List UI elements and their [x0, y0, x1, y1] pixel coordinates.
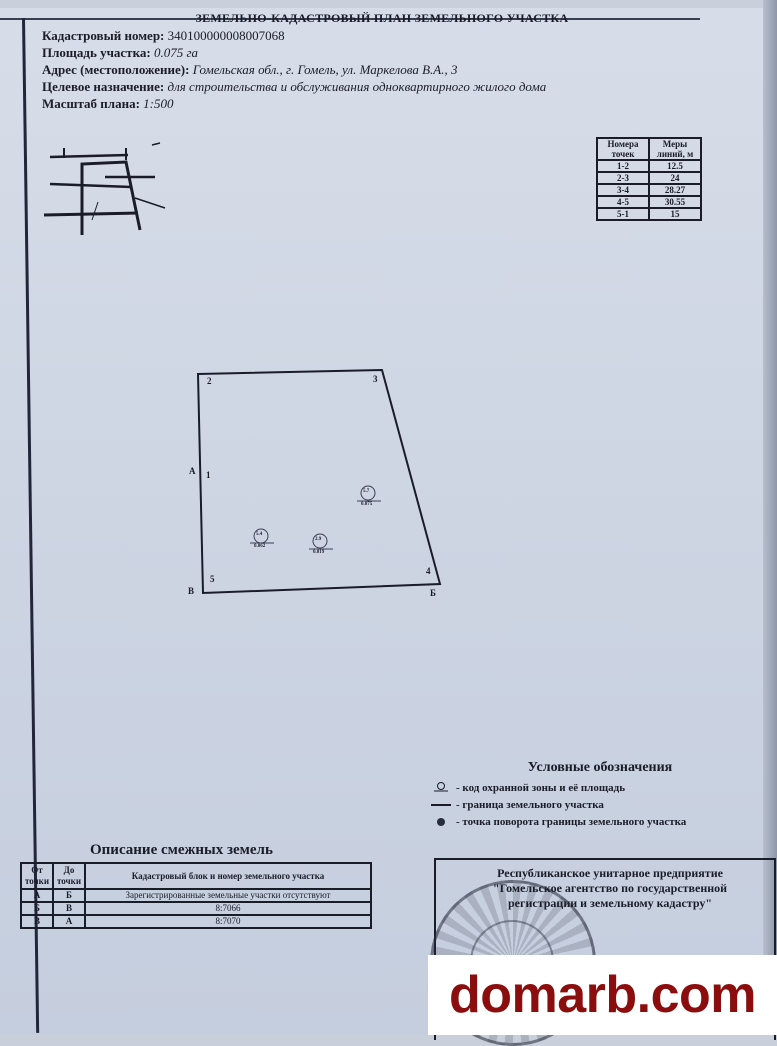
length-cell: 28.27 — [648, 183, 702, 197]
stamp-line: регистрации и земельному кадастру" — [508, 896, 712, 910]
table-row: Б В 8:7066 — [20, 901, 372, 916]
purpose-field: Целевое назначение: для строительства и … — [42, 78, 682, 95]
from-cell: Б — [20, 901, 54, 916]
document-title: ЗЕМЕЛЬНО-КАДАСТРОВЫЙ ПЛАН ЗЕМЕЛЬНОГО УЧА… — [195, 11, 569, 25]
column-header-cadastral: Кадастровый блок и номер земельного учас… — [84, 862, 372, 890]
legend-title: Условные обозначения — [527, 760, 673, 775]
point-1-label: 1 — [206, 470, 211, 480]
legend-item-boundary: - граница земельного участка — [430, 796, 770, 813]
points-cell: 4-5 — [596, 195, 650, 209]
top-border-line — [0, 18, 700, 20]
table-row: 5-1 15 — [596, 207, 702, 221]
document-header: ЗЕМЕЛЬНО-КАДАСТРОВЫЙ ПЛАН ЗЕМЕЛЬНОГО УЧА… — [42, 10, 682, 112]
boundary-line-icon — [430, 802, 452, 808]
points-cell: 5-1 — [596, 207, 650, 221]
points-cell: 2-3 — [596, 171, 650, 185]
length-cell: 30.55 — [648, 195, 702, 209]
legend-text: - код охранной зоны и её площадь — [456, 781, 626, 794]
point-2-label: 2 — [207, 376, 212, 386]
legend-text: - граница земельного участка — [456, 798, 604, 811]
zone-area: 0.062 — [254, 544, 266, 549]
address-field: Адрес (местоположение): Гомельская обл.,… — [42, 61, 682, 78]
page-edge-shadow — [763, 0, 777, 1035]
zone-code: 5.7 — [363, 489, 370, 494]
field-label: Площадь участка: — [42, 45, 151, 60]
legend: Условные обозначения - код охранной зоны… — [430, 760, 770, 830]
table-row: 1-2 12.5 — [596, 159, 702, 173]
table-header-row: Номера точек Меры линий, м — [596, 137, 702, 161]
turn-point-icon — [430, 816, 452, 828]
line-measures-table: Номера точек Меры линий, м 1-2 12.5 2-3 … — [596, 137, 702, 221]
scale-field: Масштаб плана: 1:500 — [42, 95, 682, 112]
field-value: 340100000008007068 — [167, 28, 285, 43]
legend-item-zone: - код охранной зоны и её площадь — [430, 779, 770, 796]
field-label: Кадастровый номер: — [42, 28, 165, 43]
table-row: 2-3 24 — [596, 171, 702, 185]
plot-boundary — [196, 368, 442, 595]
cadastral-cell: 8:7066 — [84, 901, 372, 916]
field-value: для строительства и обслуживания одноква… — [167, 79, 547, 94]
zone-code-icon — [430, 781, 452, 795]
neighbor-a-label: А — [189, 466, 196, 476]
column-header-length: Меры линий, м — [648, 137, 702, 161]
from-cell: А — [20, 888, 54, 903]
adjacent-lands-title: Описание смежных земель — [90, 842, 273, 858]
zone-area: 0.075 — [361, 502, 373, 507]
length-cell: 24 — [648, 171, 702, 185]
length-cell: 15 — [648, 207, 702, 221]
zone-code: 5.4 — [256, 532, 263, 537]
stamp-line: "Гомельское агентство по государственной — [492, 881, 728, 895]
table-row: А Б Зарегистрированные земельные участки… — [20, 888, 372, 903]
point-4-label: 4 — [426, 566, 431, 576]
location-sketch — [43, 142, 166, 235]
points-cell: 3-4 — [596, 183, 650, 197]
legend-item-turn-point: - точка поворота границы земельного учас… — [430, 813, 770, 830]
zone-code: 2.9 — [315, 537, 322, 542]
field-value: Гомельская обл., г. Гомель, ул. Маркелов… — [192, 62, 458, 77]
length-cell: 12.5 — [648, 159, 702, 173]
cadastral-cell: Зарегистрированные земельные участки отс… — [84, 888, 372, 903]
stamp-line: Республиканское унитарное предприятие — [497, 866, 723, 880]
adjacent-lands-table: От точки До точки Кадастровый блок и ном… — [20, 862, 372, 929]
to-cell: Б — [52, 888, 86, 903]
legend-text: - точка поворота границы земельного учас… — [456, 815, 687, 828]
plot-plan: 2 3 1 4 5 Б А В 5.4 0.062 2.9 0.019 5.7 … — [180, 360, 460, 610]
watermark-text: domarb.com — [448, 966, 757, 1024]
area-field: Площадь участка: 0.075 га — [42, 44, 682, 61]
field-value: 0.075 га — [153, 45, 199, 60]
table-header-row: От точки До точки Кадастровый блок и ном… — [20, 862, 372, 890]
table-row: 4-5 30.55 — [596, 195, 702, 209]
column-header-from: От точки — [20, 862, 54, 890]
field-label: Адрес (местоположение): — [42, 62, 190, 77]
watermark-banner: domarb.com — [428, 955, 777, 1035]
to-cell: В — [52, 901, 86, 916]
point-5-label: 5 — [210, 574, 215, 584]
field-label: Масштаб плана: — [42, 96, 140, 111]
cadastral-number-field: Кадастровый номер: 340100000008007068 — [42, 27, 682, 44]
table-row: В А 8:7070 — [20, 914, 372, 929]
neighbor-b-label: Б — [430, 588, 436, 598]
point-3-label: 3 — [373, 374, 378, 384]
neighbor-v-label: В — [188, 586, 195, 596]
column-header-to: До точки — [52, 862, 86, 890]
zone-area: 0.019 — [313, 550, 325, 555]
table-row: 3-4 28.27 — [596, 183, 702, 197]
from-cell: В — [20, 914, 54, 929]
column-header-points: Номера точек — [596, 137, 650, 161]
to-cell: А — [52, 914, 86, 929]
points-cell: 1-2 — [596, 159, 650, 173]
field-label: Целевое назначение: — [42, 79, 165, 94]
organization-stamp-text: Республиканское унитарное предприятие "Г… — [470, 866, 750, 911]
cadastral-cell: 8:7070 — [84, 914, 372, 929]
field-value: 1:500 — [143, 96, 174, 111]
